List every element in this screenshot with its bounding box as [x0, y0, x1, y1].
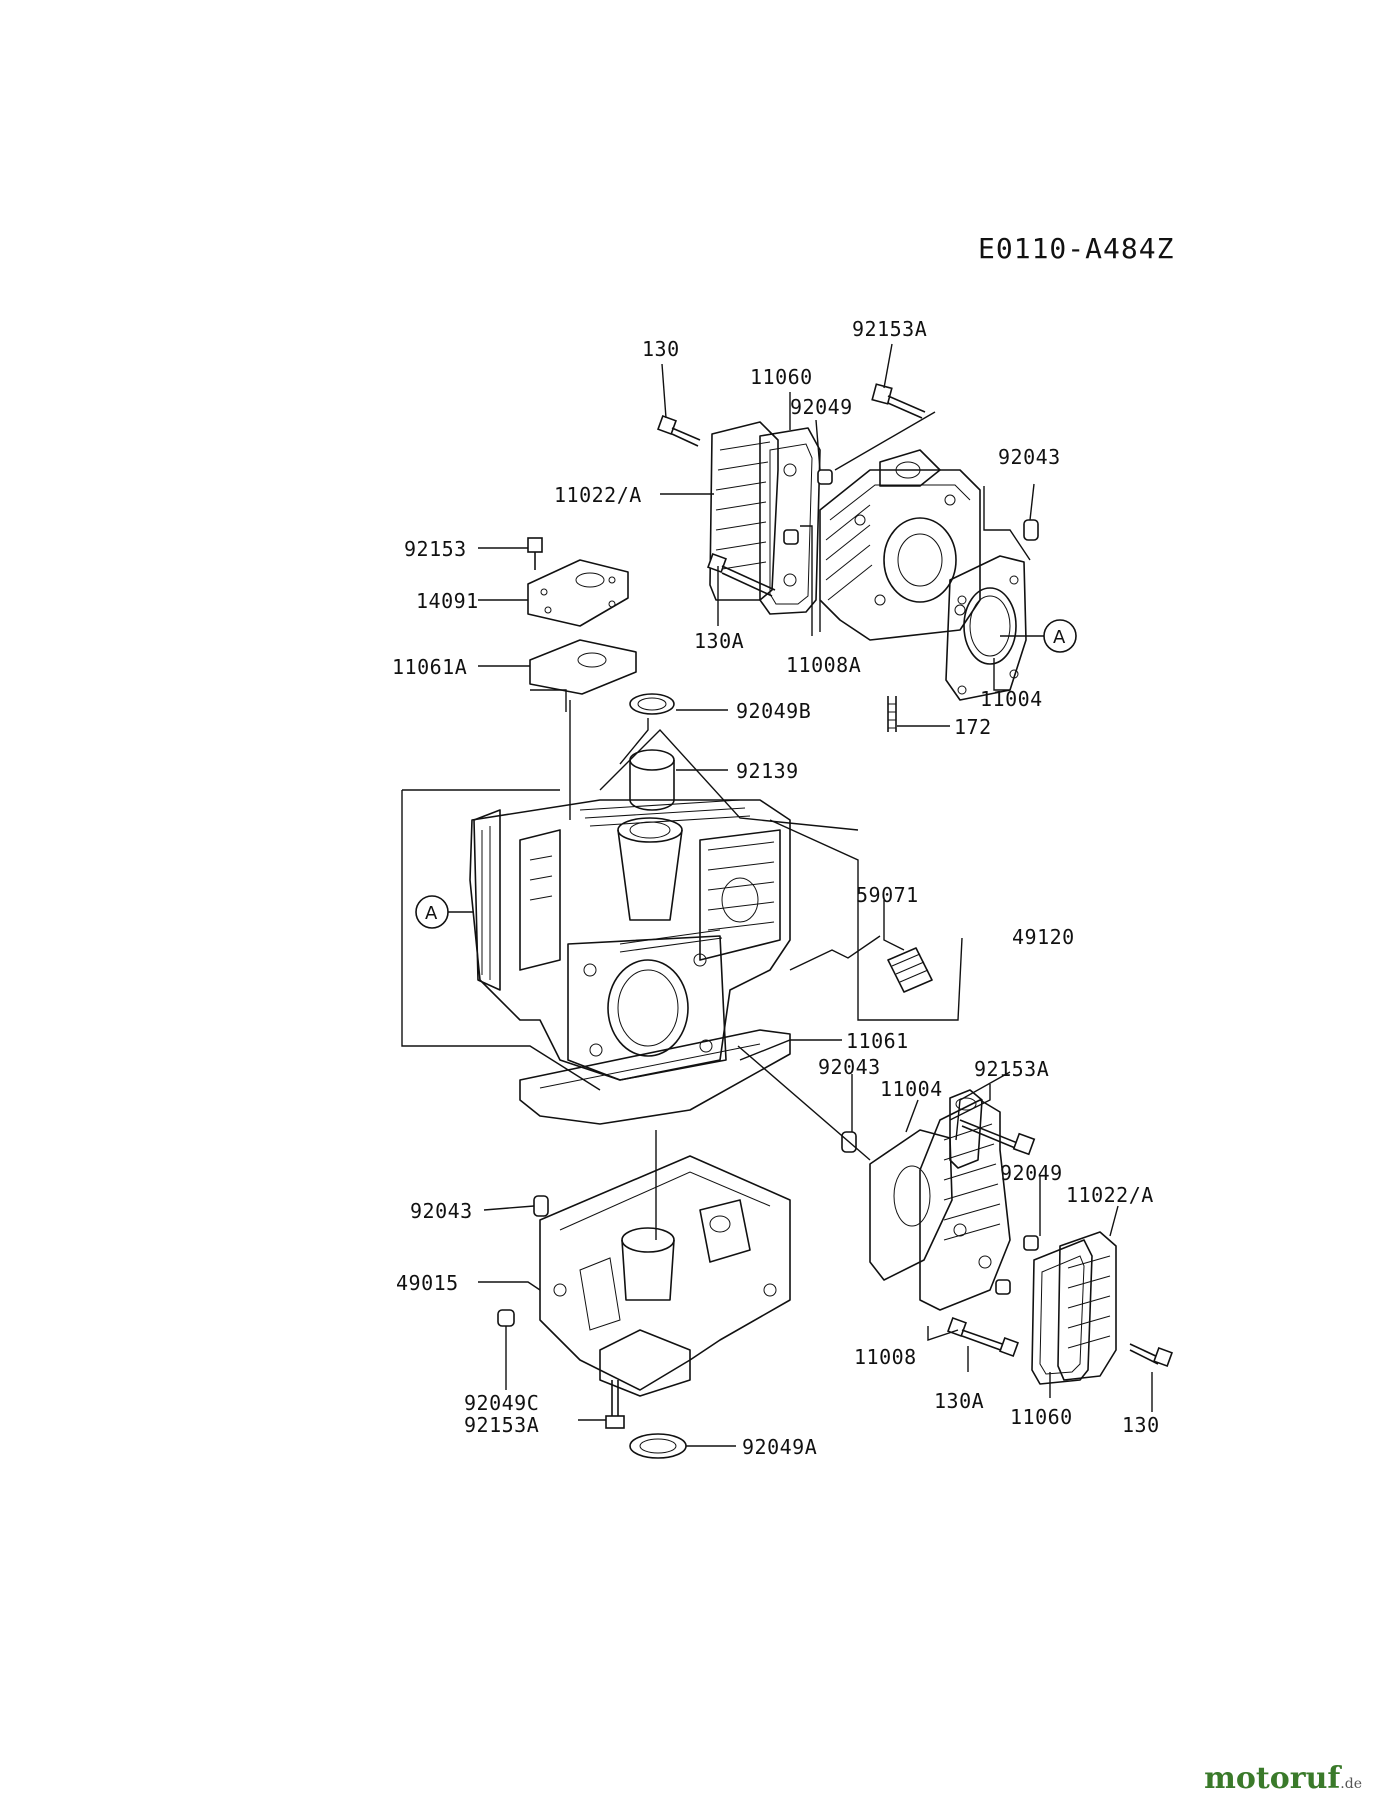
bolt-130A-low: [947, 1317, 1019, 1357]
cylinder-head-11008: [919, 1089, 1011, 1311]
label-11022A-mid: 11022/A: [1066, 1183, 1154, 1207]
nut-92049-mid-b: [995, 1279, 1011, 1295]
label-11004-mid: 11004: [880, 1077, 943, 1101]
watermark-tld: .de: [1340, 1776, 1362, 1792]
breather-assembly: [527, 537, 637, 695]
bolt-130-top: [657, 415, 701, 447]
watermark-brand: motoruf: [1204, 1761, 1341, 1796]
gasket-11060-top: [759, 427, 821, 615]
bolt-130-low: [1129, 1343, 1173, 1367]
stud-172: [887, 696, 897, 732]
dowel-92043-top: [1023, 519, 1039, 541]
upper-head-assembly: A: [657, 383, 1077, 732]
watermark-logo: motoruf.de: [1204, 1761, 1362, 1796]
label-14091: 14091: [416, 589, 479, 613]
callout-letter-top: A: [1053, 627, 1066, 648]
bolt-130A-top: [707, 553, 776, 597]
label-11061: 11061: [846, 1029, 909, 1053]
nut-92049-mid-a: [1023, 1235, 1039, 1251]
bushing-92139: [629, 749, 675, 811]
label-92043-low: 92043: [410, 1199, 473, 1223]
lower-head-assembly: [841, 1089, 1173, 1385]
oil-pan-49015: [497, 1155, 791, 1459]
gasket-11061: [519, 1029, 791, 1125]
spring-59071: [887, 947, 933, 993]
diagram-code: E0110-A484Z: [978, 232, 1174, 265]
label-92153A-low: 92153A: [464, 1413, 539, 1437]
label-92153A-mid: 92153A: [974, 1057, 1049, 1081]
cylinder-head-11008A: [819, 449, 981, 641]
leader-lines: [401, 343, 1153, 1447]
label-92153-left: 92153: [404, 537, 467, 561]
label-92049B: 92049B: [736, 699, 811, 723]
plug-92049C: [497, 1309, 515, 1327]
label-92049C: 92049C: [464, 1391, 539, 1415]
label-11061A: 11061A: [392, 655, 467, 679]
label-11060-top: 11060: [750, 365, 813, 389]
part-labels: 130 92153A 11060 92049 92043 11022/A 921…: [392, 317, 1160, 1459]
seal-92049A: [629, 1433, 687, 1459]
gasket-11061A: [529, 639, 637, 695]
label-130A-top: 130A: [694, 629, 744, 653]
label-49015: 49015: [396, 1271, 459, 1295]
bolt-92153A-mid: [959, 1119, 1036, 1156]
nut-92049-top-b: [783, 529, 799, 545]
label-59071: 59071: [856, 883, 919, 907]
dowel-92043-low: [533, 1195, 549, 1217]
valve-cover-low: [1057, 1231, 1117, 1381]
label-92049-top: 92049: [790, 395, 853, 419]
callout-letter-left: A: [425, 903, 438, 924]
label-11008: 11008: [854, 1345, 917, 1369]
bolt-92153-left: [527, 537, 543, 553]
nut-92049-top-a: [817, 469, 833, 485]
label-130A-low: 130A: [934, 1389, 984, 1413]
label-130-top: 130: [642, 337, 680, 361]
crankcase-assembly: A: [415, 693, 933, 1081]
label-92139: 92139: [736, 759, 799, 783]
label-92049-mid: 92049: [1000, 1161, 1063, 1185]
label-130-low: 130: [1122, 1413, 1160, 1437]
bolt-92153A-top: [871, 383, 926, 419]
head-gasket-11004-top: [945, 555, 1027, 701]
label-92153A-top: 92153A: [852, 317, 927, 341]
label-92043-mid: 92043: [818, 1055, 881, 1079]
label-49120: 49120: [1012, 925, 1075, 949]
label-11060-low: 11060: [1010, 1405, 1073, 1429]
label-92049A: 92049A: [742, 1435, 817, 1459]
label-172: 172: [954, 715, 992, 739]
cover-14091: [527, 559, 629, 627]
label-92043-top: 92043: [998, 445, 1061, 469]
label-11004-top: 11004: [980, 687, 1043, 711]
bolt-92153A-low: [605, 1380, 625, 1429]
valve-cover-top: [709, 421, 779, 601]
head-gasket-11004-mid: [869, 1129, 953, 1281]
gasket-11060-low: [1031, 1239, 1093, 1385]
seal-92049B: [629, 693, 675, 715]
label-11008A: 11008A: [786, 653, 861, 677]
label-11022A-top: 11022/A: [554, 483, 642, 507]
